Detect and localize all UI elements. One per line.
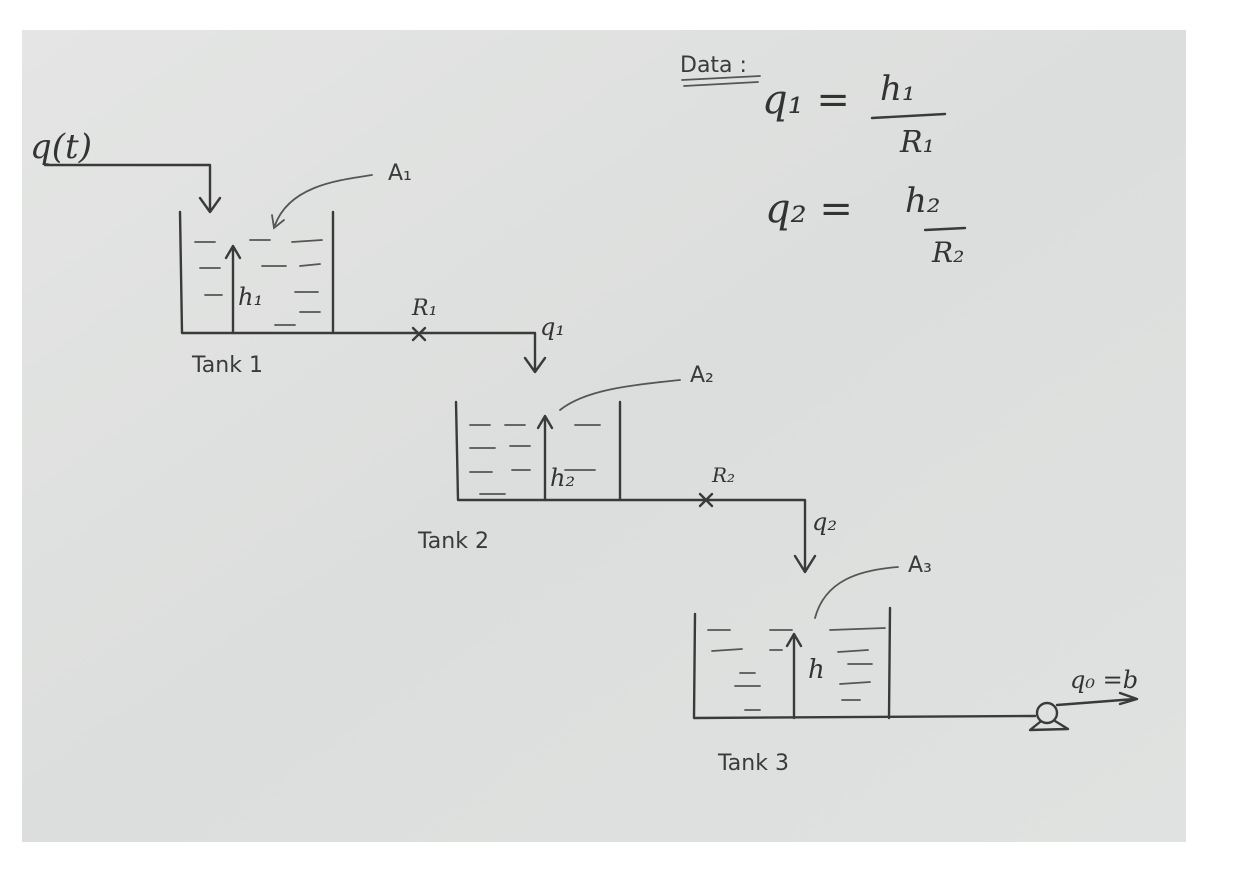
tank-3-level-arrow [785, 632, 803, 720]
eq1-denominator: R₁ [899, 125, 935, 160]
inflow: q(t) [30, 127, 222, 214]
inflow-arrow [43, 163, 222, 214]
pump-icon [1028, 691, 1139, 732]
tank-2-name: Tank 2 [417, 529, 489, 554]
tank-2-valve-icon [698, 492, 714, 508]
tank-3-name: Tank 3 [717, 751, 789, 776]
eq2-numerator: h₂ [905, 181, 941, 221]
eq2-fraction-bar [923, 226, 967, 232]
tank-2-body-and-pipe [454, 400, 817, 574]
tank-1-valve-icon [411, 326, 427, 342]
tank-2-area-label: A₂ [690, 363, 714, 388]
inflow-label: q(t) [30, 127, 92, 167]
tank-2-level-arrow [536, 414, 554, 502]
tank-2: h₂ A₂ R₂ q₂ Tank 2 [417, 363, 837, 574]
tank-1-name: Tank 1 [191, 353, 263, 378]
tank-2-area-pointer [559, 379, 681, 411]
tank-2-level-label: h₂ [550, 464, 575, 492]
eq2-lhs: q₂ = [765, 186, 853, 232]
tank-3-area-label: A₃ [908, 553, 932, 578]
tank-2-valve-label: R₂ [711, 463, 735, 487]
tank-1-level-label: h₁ [238, 283, 263, 311]
eq2-denominator: R₂ [931, 236, 964, 269]
tank-1-area-pointer [271, 174, 373, 230]
data-heading: Data : [680, 53, 747, 78]
tank-3-body-and-pipe [692, 612, 1037, 720]
data-block: Data : q₁ = h₁ R₁ q₂ = h₂ R₂ [680, 53, 967, 269]
tank-1-outflow-label: q₁ [540, 313, 565, 341]
tank-1-level-arrow [224, 244, 242, 335]
tank-1-valve-label: R₁ [411, 296, 437, 321]
eq1-lhs: q₁ = [762, 77, 850, 123]
tank-3-area-pointer [814, 566, 899, 619]
eq1-numerator: h₁ [880, 69, 916, 109]
tank-3-level-label: h [808, 655, 825, 685]
tank-3: h A₃ q₀ =b Tank 3 [692, 553, 1139, 776]
tank-2-outflow-label: q₂ [812, 508, 837, 536]
eq1-fraction-bar [870, 112, 947, 120]
tank-1-area-label: A₁ [388, 161, 412, 186]
paper-background [22, 30, 1186, 842]
tank-1: h₁ A₁ R₁ q₁ Tank 1 [178, 161, 565, 378]
tank-3-outflow-arrow [1055, 691, 1139, 707]
tank-3-outflow-label: q₀ =b [1070, 666, 1138, 694]
